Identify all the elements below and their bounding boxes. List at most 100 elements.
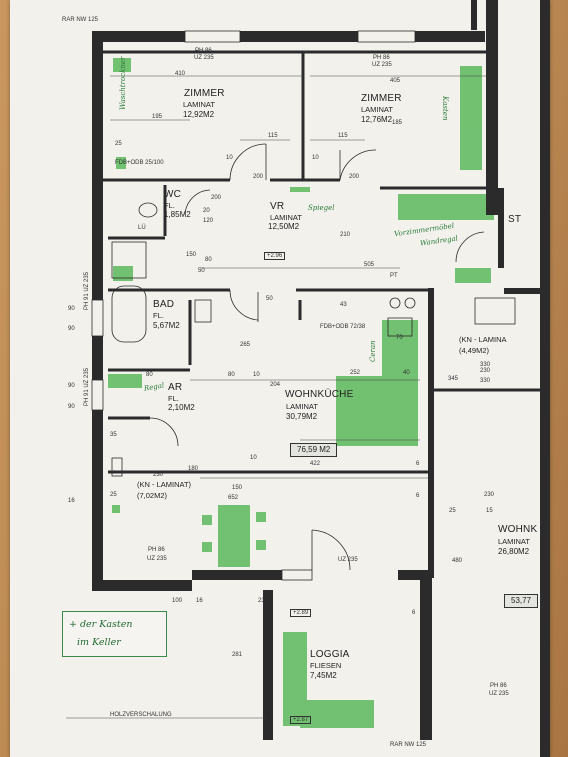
level-mark: +2.96 (264, 252, 286, 260)
room-area: 12,76M2 (361, 115, 393, 124)
room-floor: FL. (164, 201, 175, 210)
handwritten-washer: Waschtrockner (119, 56, 127, 110)
room-floor: LAMINAT (361, 105, 393, 114)
dimension: 43 (340, 302, 347, 308)
chair-mark (256, 512, 266, 522)
shower-tray (111, 241, 147, 279)
handwritten-note-box: + der Kasten im Keller (62, 611, 167, 657)
wall-shelf-mark (455, 268, 491, 283)
kitchen-niche-area: (4,49M2) (459, 346, 490, 355)
dimension: 90 (68, 306, 75, 312)
door-code: FDB+ODB 25/100 (115, 160, 164, 166)
window-uz: UZ 235 (489, 691, 509, 697)
dimension: 80 (205, 257, 212, 263)
room-name-wc: WC (164, 189, 182, 200)
dimension: 252 (350, 370, 361, 376)
room-name-bad: BAD (153, 299, 175, 310)
room-area: 1,85M2 (164, 210, 191, 219)
dimension: 652 (228, 495, 239, 501)
dimension: 80 (228, 372, 235, 378)
room-area: 7,45M2 (310, 671, 337, 680)
windows (91, 30, 416, 581)
dimension: 20 (203, 208, 210, 214)
dimension: 23 (258, 598, 265, 604)
wc-shelf-mark (116, 157, 126, 169)
washer-dryer-mark (113, 58, 131, 72)
dimension: 120 (203, 218, 214, 224)
total-area-box-right: 53,77 (504, 594, 539, 608)
room-floor: LAMINAT (270, 213, 302, 222)
dimension: 80 (146, 372, 153, 378)
room-name-zimmer-1: ZIMMER (184, 88, 225, 99)
dimension: 25 (449, 508, 456, 514)
dimension: 90 (68, 326, 75, 332)
room-area: 12,92M2 (183, 110, 215, 119)
rack-mark (108, 374, 142, 388)
room-name-zimmer-2: ZIMMER (361, 93, 402, 104)
dimension: 204 (270, 382, 281, 388)
room-area: 12,50M2 (268, 222, 300, 231)
room-name-vr: VR (270, 201, 285, 212)
dimension: 115 (338, 133, 348, 139)
dimension: 210 (340, 232, 351, 238)
dimension: 90 (68, 383, 75, 389)
room-name-loggia: LOGGIA (310, 649, 350, 660)
kitchen-niche-label: (KN - LAMINA (459, 335, 507, 344)
dimension: 345 (448, 376, 459, 382)
dimension: 230 (484, 492, 495, 498)
partitions (103, 50, 540, 474)
toilet (138, 202, 158, 218)
window-ph: PH 86 (148, 547, 165, 553)
dimension: 16 (68, 498, 75, 504)
dimension: 480 (452, 558, 463, 564)
room-area: 2,10M2 (168, 403, 195, 412)
fixtures (111, 202, 516, 477)
room-name-wohnkueche: WOHNKÜCHE (285, 389, 354, 400)
dimension: 150 (186, 252, 197, 258)
dimension: 10 (226, 155, 233, 161)
wood-cladding-label: HOLZVERSCHALUNG (110, 712, 172, 718)
room-name-wohnk: WOHNK (498, 524, 538, 535)
room-floor: FL. (153, 311, 164, 320)
dimension: 180 (188, 466, 199, 472)
dimension: 150 (232, 485, 243, 491)
window-ph: PH 86 (490, 683, 507, 689)
pt-label: PT (390, 273, 398, 279)
chair-mark (202, 542, 212, 552)
window-uz: UZ 235 (147, 556, 167, 562)
dimension: 15 (486, 508, 493, 514)
dimension: 50 (266, 296, 273, 302)
dimension: 281 (232, 652, 243, 658)
dimension: 410 (175, 71, 186, 77)
dimension: 25 (110, 492, 117, 498)
dimension: 10 (250, 455, 257, 461)
dimension: 100 (172, 598, 183, 604)
dimension: 50 (198, 268, 205, 274)
room-floor: FLIESEN (310, 661, 342, 670)
sink (194, 299, 212, 323)
dimension: 90 (68, 404, 75, 410)
room-floor: LAMINAT (286, 402, 318, 411)
kitchen-counter-upper-mark (382, 320, 418, 380)
dimension: 230 (480, 368, 491, 374)
dimension: 405 (390, 78, 401, 84)
dimension: 265 (240, 342, 251, 348)
bathtub (111, 285, 147, 343)
dimension: 115 (268, 133, 278, 139)
dimension: 6 (416, 493, 420, 499)
mirror-mark (290, 187, 310, 192)
dimension: 195 (152, 114, 163, 120)
cut-note: PH 91 UZ 235 (84, 367, 90, 406)
stair-label: ST (508, 214, 522, 225)
dimension: 10 (253, 372, 260, 378)
kitchen-niche-area: (7,02M2) (137, 491, 168, 500)
dimension: 25 (115, 141, 122, 147)
chair-mark (256, 540, 266, 550)
total-area-box: 76,59 M2 (290, 443, 338, 457)
dimension: 40 (403, 370, 410, 376)
dimension: 70 (396, 335, 403, 341)
level-mark: +2.87 (290, 716, 312, 724)
cut-note: PH 91 UZ 235 (84, 271, 90, 310)
window-uz: UZ 235 (194, 55, 214, 61)
chair-mark (202, 515, 212, 525)
